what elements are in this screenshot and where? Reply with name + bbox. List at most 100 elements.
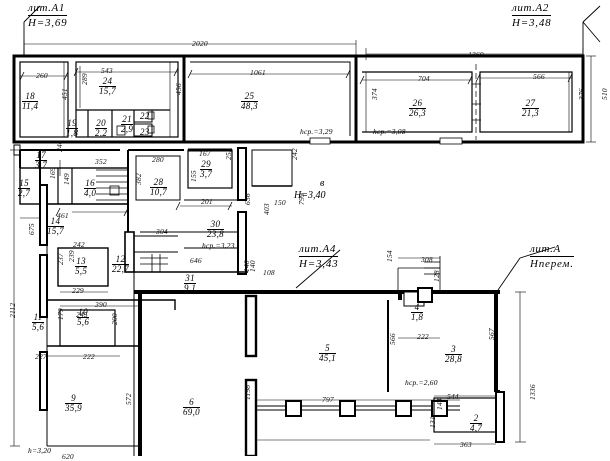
walls-lit-a2 bbox=[309, 54, 585, 145]
dimension-horizontal: 167 bbox=[199, 149, 211, 158]
room-area: 15,7 bbox=[47, 226, 64, 236]
dimension-vertical: 239 bbox=[67, 250, 76, 262]
room-area: 23,8 bbox=[207, 229, 224, 239]
room-number: 14 bbox=[50, 216, 61, 226]
dimension-ticks bbox=[19, 67, 573, 217]
dimension-vertical: 799 bbox=[297, 193, 306, 205]
dimension-horizontal: 280 bbox=[152, 155, 164, 164]
room-area: 5,5 bbox=[75, 266, 88, 276]
room-number: 15 bbox=[19, 178, 29, 188]
dimension-vertical: 451 bbox=[60, 88, 69, 100]
room-number: 16 bbox=[85, 178, 95, 188]
literal-height: Нперем. bbox=[530, 256, 574, 270]
dimension-horizontal: 352 bbox=[95, 157, 107, 166]
room-area: 21,3 bbox=[522, 108, 539, 118]
ceiling-height-note: hср.=3,08 bbox=[373, 127, 406, 136]
room-number: 5 bbox=[325, 343, 330, 353]
room-area: 48,3 bbox=[241, 101, 258, 111]
dimension-horizontal: 390 bbox=[95, 300, 107, 309]
room-number: 3 bbox=[451, 344, 456, 354]
room-area: 15,7 bbox=[99, 86, 116, 96]
dimension-horizontal: 304 bbox=[156, 227, 168, 236]
dimension-vertical: 456 bbox=[174, 83, 183, 95]
room-area: 2,9 bbox=[121, 124, 134, 134]
ceiling-height-note: hср.=3,29 bbox=[300, 127, 333, 136]
dimension-horizontal: 227 bbox=[35, 352, 47, 361]
room-label: 22 bbox=[140, 112, 150, 121]
dimension-vertical: 510 bbox=[600, 88, 609, 100]
zone-height-h340: H=3,40 bbox=[294, 190, 326, 201]
dimension-vertical: 289 bbox=[80, 73, 89, 85]
room-number: 25 bbox=[244, 91, 255, 101]
dimension-horizontal: 201 bbox=[201, 197, 213, 206]
literal-name: лит.А bbox=[530, 243, 561, 255]
room-number: 6 bbox=[189, 397, 194, 407]
dimension-horizontal: 229 bbox=[72, 286, 84, 295]
dimension-vertical: 237 bbox=[56, 253, 65, 265]
literal-callout-lit-a4: лит.А4 H=3,43 bbox=[299, 243, 339, 270]
dimension-horizontal: 363 bbox=[460, 440, 472, 449]
room-area: 45,1 bbox=[319, 353, 336, 363]
room-number: 21 bbox=[122, 114, 132, 124]
dimension-horizontal: 1369 bbox=[468, 50, 484, 59]
dimension-horizontal: 245 bbox=[76, 310, 88, 319]
room-area: 11,4 bbox=[22, 101, 39, 111]
literal-name: лит.А1 bbox=[28, 2, 65, 14]
room-number: 20 bbox=[96, 118, 106, 128]
room-number: 18 bbox=[25, 91, 35, 101]
room-number: 12 bbox=[115, 254, 126, 264]
literal-height: H=3,48 bbox=[512, 15, 552, 29]
dimension-vertical: 128 bbox=[432, 270, 441, 282]
dimension-vertical: 636 bbox=[243, 193, 252, 205]
walls-lower-block bbox=[133, 256, 505, 456]
room-number: 30 bbox=[210, 219, 221, 229]
dimension-vertical: 675 bbox=[27, 223, 36, 235]
literal-callout-lit-a1: лит.А1 H=3,69 bbox=[28, 2, 68, 29]
room-number: 9 bbox=[71, 393, 76, 403]
dimension-vertical: 242 bbox=[290, 148, 299, 160]
room-number: 28 bbox=[153, 177, 164, 187]
room-number: 27 bbox=[525, 98, 536, 108]
walls-middle-left bbox=[13, 144, 178, 447]
walls-center bbox=[96, 147, 293, 292]
ceiling-height-note: h=3,20 bbox=[28, 446, 52, 455]
room-number: 22 bbox=[140, 111, 150, 121]
literal-name: лит.А4 bbox=[299, 243, 336, 255]
dimension-vertical: 566 bbox=[388, 333, 397, 345]
dimension-horizontal: 461 bbox=[57, 211, 69, 220]
room-number: 2 bbox=[473, 413, 479, 423]
room-number: 17 bbox=[36, 150, 46, 160]
dimension-horizontal: 620 bbox=[62, 452, 74, 461]
dimension-vertical: 253 bbox=[224, 148, 233, 160]
room-area: 1,8 bbox=[66, 128, 79, 138]
room-area: 5,6 bbox=[32, 322, 45, 332]
dimension-vertical: 149 bbox=[62, 173, 71, 185]
room-area: 9,1 bbox=[184, 283, 197, 293]
room-number: 31 bbox=[185, 273, 195, 283]
dimension-vertical: 567 bbox=[487, 328, 496, 340]
room-area: 26,3 bbox=[409, 108, 426, 118]
dimension-horizontal: 1061 bbox=[250, 68, 266, 77]
room-area: 4,7 bbox=[470, 423, 483, 433]
dimension-vertical: 572 bbox=[124, 393, 133, 405]
literal-callout-lit-a2: лит.А2 H=3,48 bbox=[512, 2, 552, 29]
dimension-vertical: 140 bbox=[242, 260, 251, 272]
dimension-lines bbox=[10, 40, 596, 447]
literal-height: H=3,43 bbox=[299, 256, 339, 270]
